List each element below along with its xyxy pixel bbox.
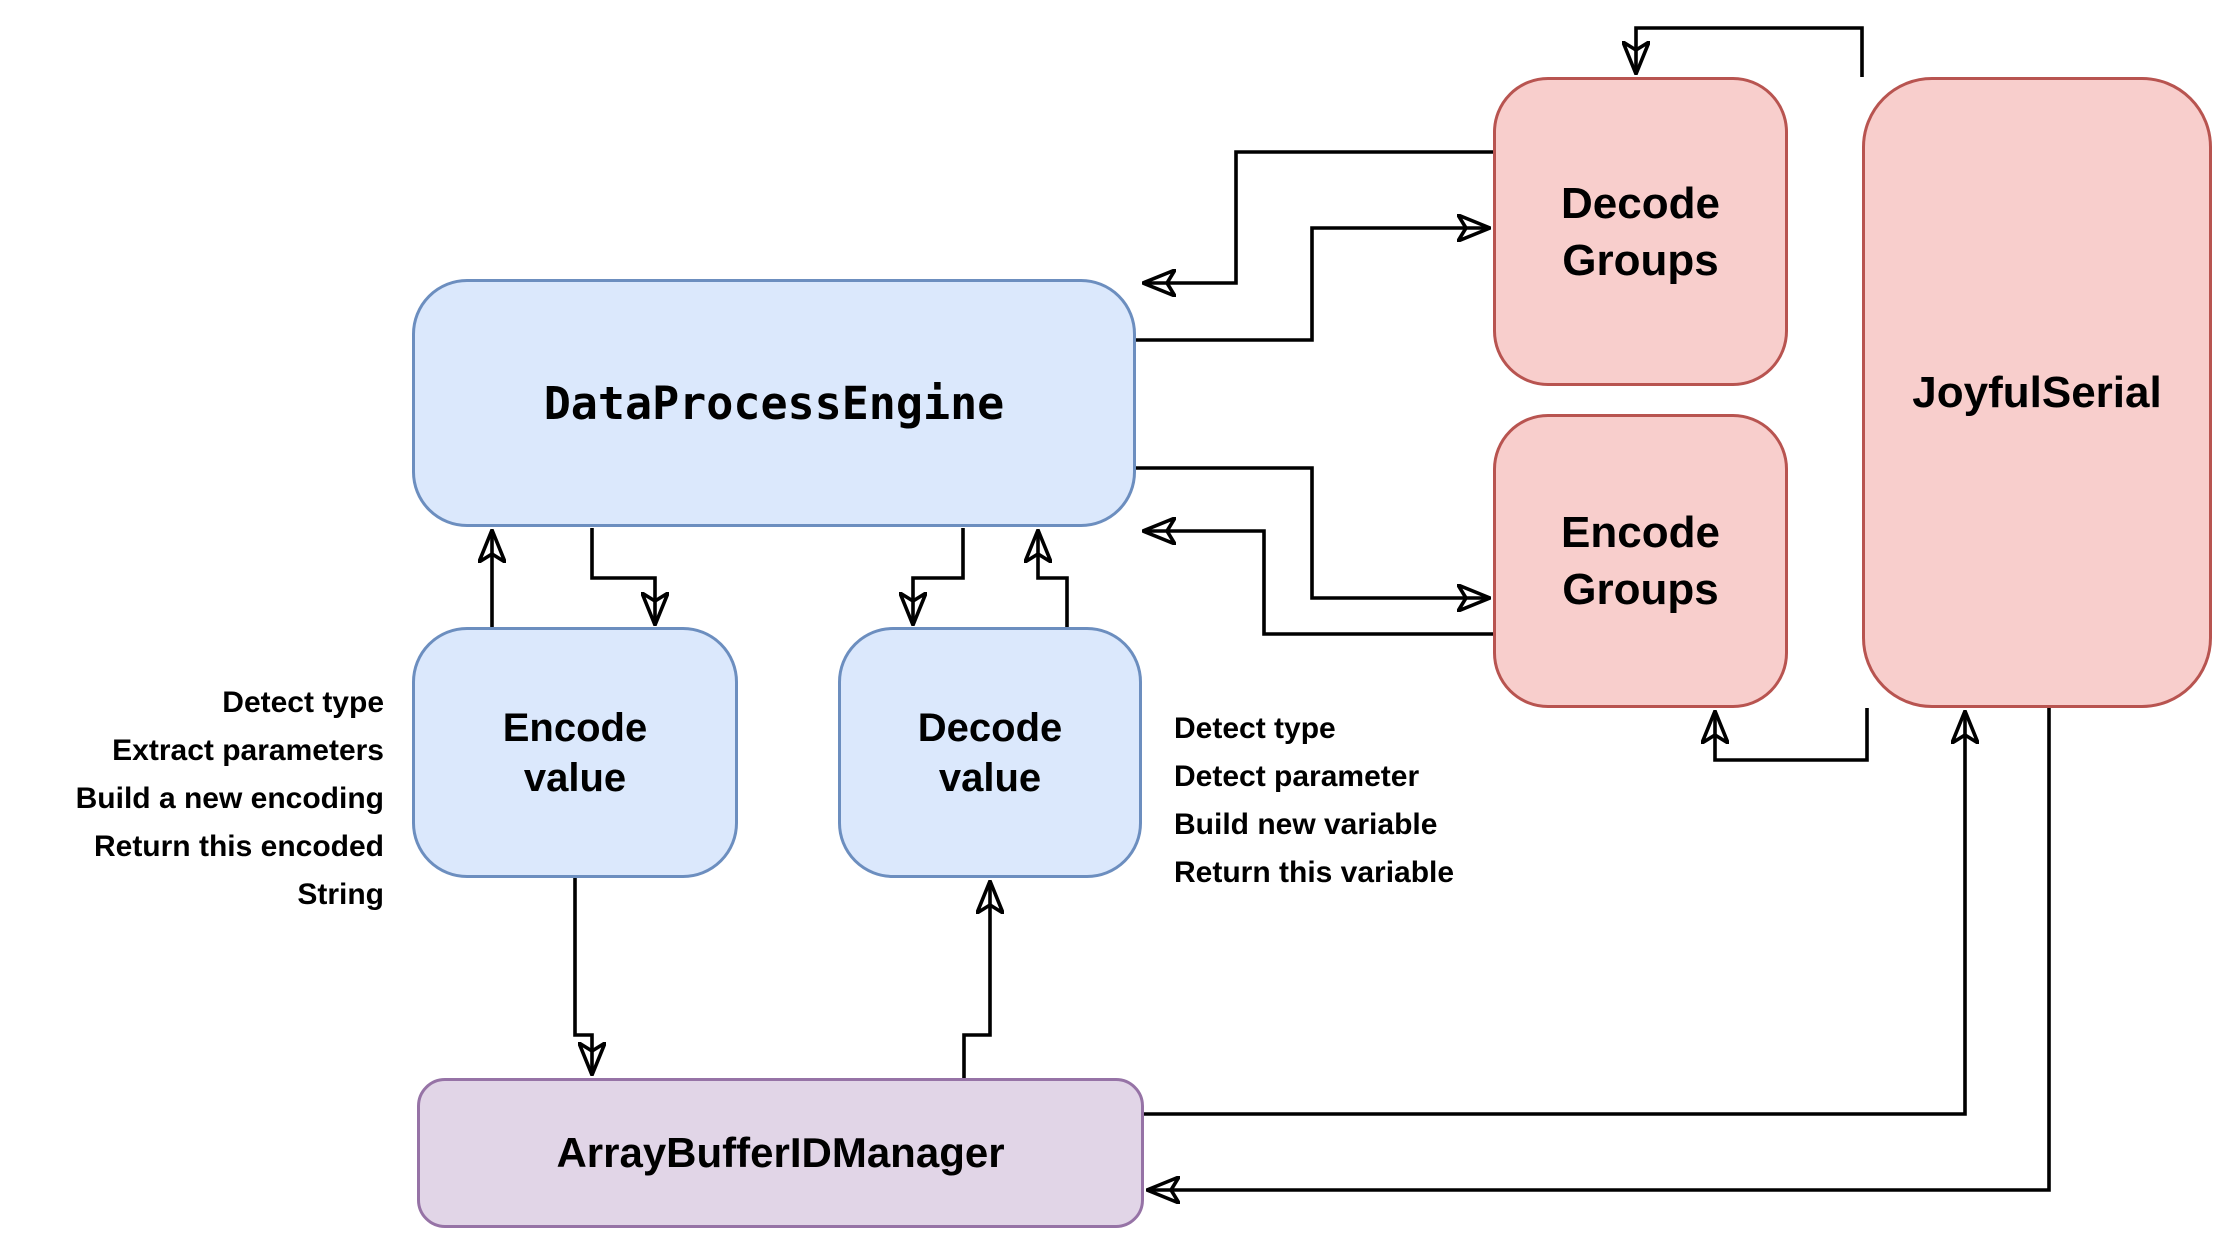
- arrow-joyfulserial-to-decode-groups-top-loop: [1636, 26, 1864, 77]
- arrow-encode-value-to-arraybufferidmanager: [573, 878, 592, 1074]
- arrow-decode-groups-to-dataprocessengine: [1144, 150, 1493, 283]
- annotation-line: Detect type: [1174, 712, 1336, 745]
- node-decode-value-label-line2: value: [938, 755, 1042, 800]
- arrow-dataprocessengine-to-decode-groups: [1136, 228, 1489, 342]
- node-array-buffer-id-manager: ArrayBufferIDManager: [417, 1078, 1144, 1228]
- arrow-dataprocessengine-to-encode-groups: [1136, 466, 1489, 598]
- arrow-decode-value-to-dataprocessengine: [1038, 531, 1069, 628]
- node-encode-groups-label-line1: Encode: [1561, 508, 1720, 557]
- arrow-dataprocessengine-to-encode-value: [590, 528, 655, 624]
- annotation-line: Build a new encoding: [75, 782, 384, 815]
- node-decode-value-label-line1: Decode: [917, 705, 1063, 750]
- annotation-line: Build new variable: [1174, 808, 1438, 841]
- node-encode-groups: Encode Groups: [1493, 414, 1788, 708]
- annotation-line: Return this encoded: [93, 830, 384, 863]
- node-encode-value-label-line1: Encode: [502, 705, 648, 750]
- decode-value-annotation: Detect type Detect parameter Build new v…: [1174, 705, 1534, 897]
- annotation-line: Detect type: [222, 686, 384, 719]
- node-joyful-serial: JoyfulSerial: [1862, 77, 2212, 708]
- node-encode-value: Encode value: [412, 627, 738, 878]
- node-data-process-engine: DataProcessEngine: [412, 279, 1136, 527]
- arrow-joyfulserial-to-arraybufferidmanager: [1148, 708, 2051, 1190]
- node-decode-groups-label-line2: Groups: [1562, 235, 1719, 285]
- node-encode-value-label-line2: value: [523, 755, 627, 800]
- node-decode-value: Decode value: [838, 627, 1142, 878]
- annotation-line: Extract parameters: [112, 734, 384, 767]
- annotation-line: Return this variable: [1174, 856, 1455, 889]
- annotation-line: String: [297, 878, 384, 911]
- node-array-buffer-id-manager-label: ArrayBufferIDManager: [556, 1129, 1005, 1176]
- node-decode-groups: Decode Groups: [1493, 77, 1788, 386]
- arrow-joyfulserial-to-encode-groups-bottom-loop: [1715, 708, 1869, 762]
- node-joyful-serial-label: JoyfulSerial: [1912, 367, 2162, 417]
- encode-value-annotation: Detect type Extract parameters Build a n…: [40, 679, 384, 919]
- node-decode-groups-label-line1: Decode: [1561, 178, 1720, 228]
- arrow-arraybufferidmanager-to-decode-value: [962, 882, 990, 1078]
- node-data-process-engine-label: DataProcessEngine: [543, 376, 1005, 430]
- arrow-dataprocessengine-to-decode-value: [913, 528, 965, 624]
- arrow-encode-groups-to-dataprocessengine: [1144, 531, 1493, 636]
- annotation-line: Detect parameter: [1174, 760, 1420, 793]
- arrow-arraybufferidmanager-to-joyfulserial: [1144, 712, 1965, 1116]
- node-encode-groups-label-line2: Groups: [1562, 565, 1719, 614]
